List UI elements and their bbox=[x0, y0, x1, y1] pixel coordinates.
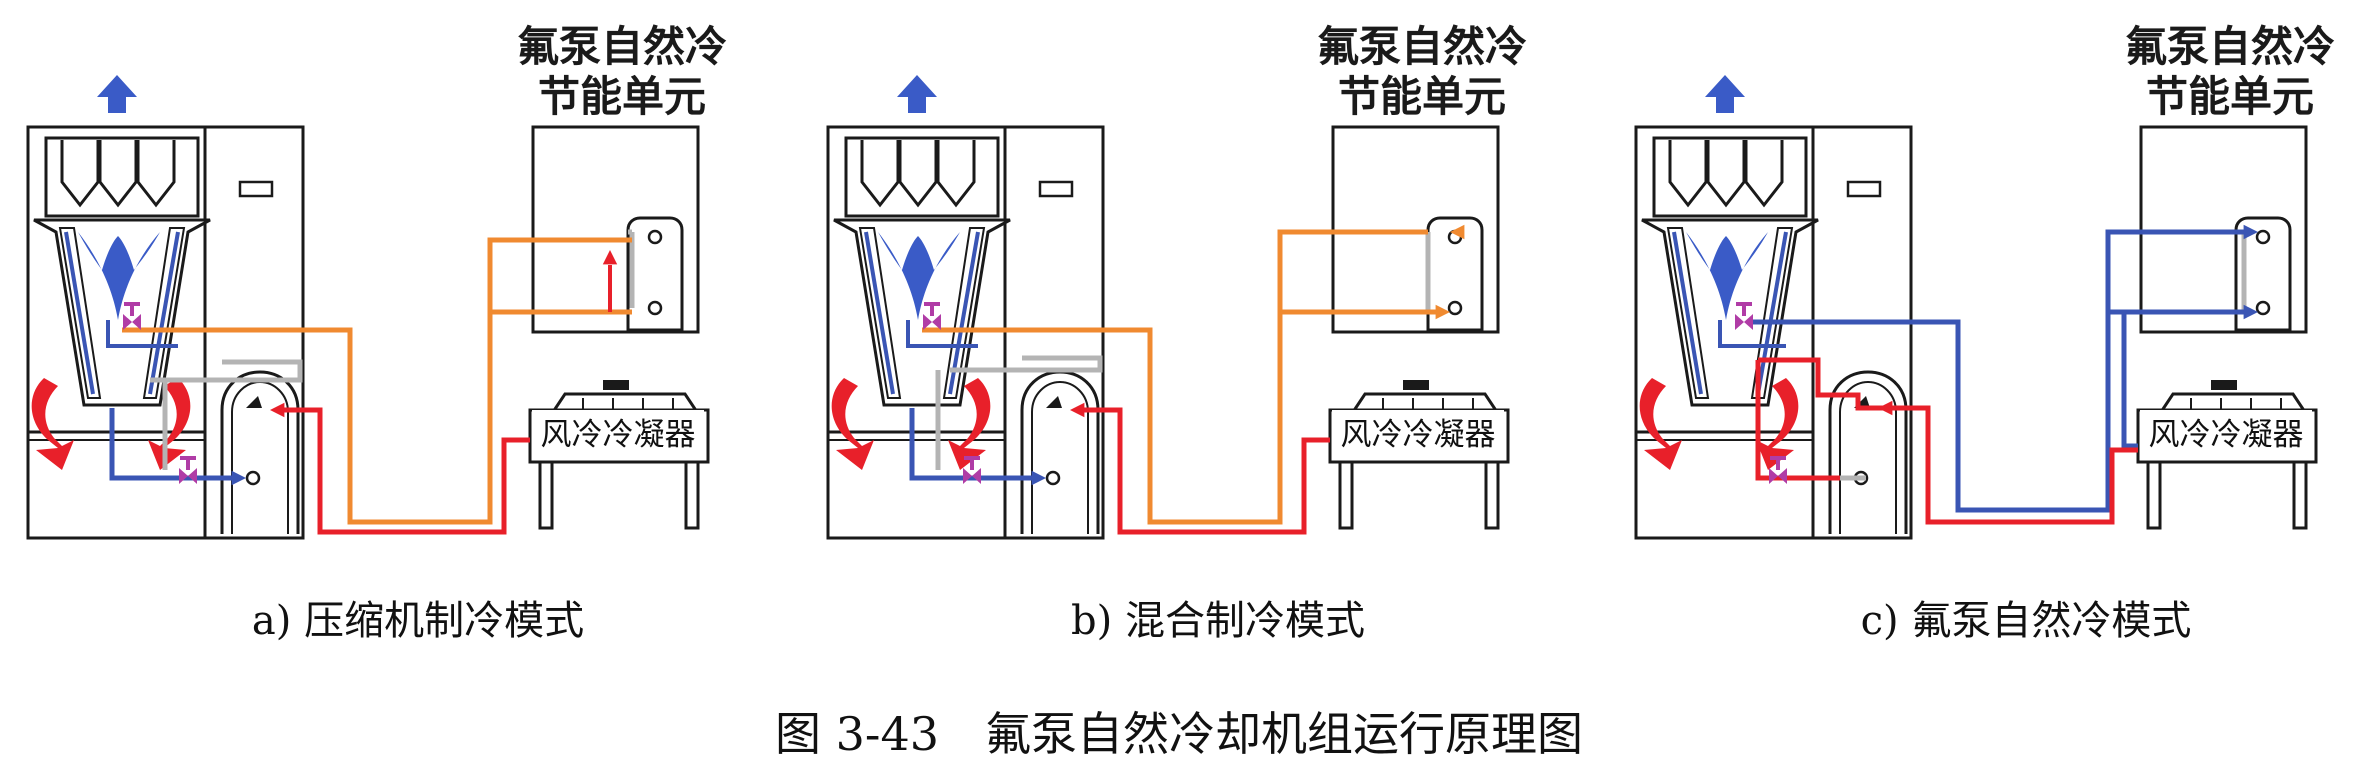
module-title: 氟泵自然冷 节能单元 bbox=[492, 22, 752, 122]
panel-mixed-mode: 氟泵自然冷 节能单元 风冷冷凝器 b) 混合制冷模式 bbox=[800, 0, 1586, 640]
liquid-line-red bbox=[1876, 408, 2138, 522]
condenser-label: 风冷冷凝器 bbox=[532, 410, 704, 460]
pump-port-bottom bbox=[649, 302, 661, 314]
pump-port-bottom bbox=[2257, 302, 2269, 314]
solenoid-valve-handle bbox=[1770, 456, 1786, 460]
condenser-fan-motor bbox=[1403, 380, 1429, 390]
air-outlet-arrow bbox=[1705, 75, 1745, 113]
module-title-line2: 节能单元 bbox=[1292, 72, 1552, 122]
expansion-valve-handle bbox=[124, 302, 140, 306]
condenser-label: 风冷冷凝器 bbox=[1332, 410, 1504, 460]
module-title: 氟泵自然冷 节能单元 bbox=[2100, 22, 2358, 122]
compressor-port bbox=[1047, 472, 1059, 484]
air-outlet-arrow bbox=[897, 75, 937, 113]
condenser-leg-left bbox=[2148, 462, 2160, 528]
condenser-link-blue bbox=[2124, 312, 2138, 446]
module-title-line1: 氟泵自然冷 bbox=[492, 22, 752, 72]
control-display bbox=[1040, 182, 1072, 196]
liquid-line-red bbox=[1082, 410, 1330, 532]
compressor-body bbox=[1022, 372, 1098, 534]
module-title-line2: 节能单元 bbox=[2100, 72, 2358, 122]
panel-pump-mode: 氟泵自然冷 节能单元 风冷冷凝器 c) 氟泵自然冷模式 bbox=[1608, 0, 2358, 640]
module-title-line1: 氟泵自然冷 bbox=[1292, 22, 1552, 72]
panel-caption: a) 压缩机制冷模式 bbox=[118, 588, 718, 646]
module-title-line1: 氟泵自然冷 bbox=[2100, 22, 2358, 72]
pump-port-bottom bbox=[1449, 302, 1461, 314]
condenser-fan-motor bbox=[2211, 380, 2237, 390]
panel-compressor-mode: 氟泵自然冷 节能单元 风冷冷凝器 a) 压缩机制冷模式 bbox=[0, 0, 786, 640]
condenser-leg-right bbox=[686, 462, 698, 528]
control-display bbox=[240, 182, 272, 196]
compressor-body bbox=[222, 372, 298, 534]
air-outlet-arrow bbox=[97, 75, 137, 113]
pump-port-top bbox=[649, 231, 661, 243]
condenser-fan-motor bbox=[603, 380, 629, 390]
expansion-valve-handle bbox=[1736, 302, 1752, 306]
condenser-leg-right bbox=[2294, 462, 2306, 528]
liquid-line-red bbox=[282, 410, 530, 532]
figure-title: 图 3-43 氟泵自然冷却机组运行原理图 bbox=[0, 698, 2358, 764]
pump-port-top bbox=[2257, 231, 2269, 243]
compressor-port bbox=[247, 472, 259, 484]
solenoid-valve-handle bbox=[964, 456, 980, 460]
panel-caption: c) 氟泵自然冷模式 bbox=[1726, 588, 2326, 646]
expansion-valve-handle bbox=[924, 302, 940, 306]
condenser-label: 风冷冷凝器 bbox=[2140, 410, 2312, 460]
panel-caption: b) 混合制冷模式 bbox=[918, 588, 1518, 646]
module-title: 氟泵自然冷 节能单元 bbox=[1292, 22, 1552, 122]
module-title-line2: 节能单元 bbox=[492, 72, 752, 122]
solenoid-valve-handle bbox=[180, 456, 196, 460]
control-display bbox=[1848, 182, 1880, 196]
condenser-leg-left bbox=[1340, 462, 1352, 528]
condenser-leg-left bbox=[540, 462, 552, 528]
condenser-leg-right bbox=[1486, 462, 1498, 528]
